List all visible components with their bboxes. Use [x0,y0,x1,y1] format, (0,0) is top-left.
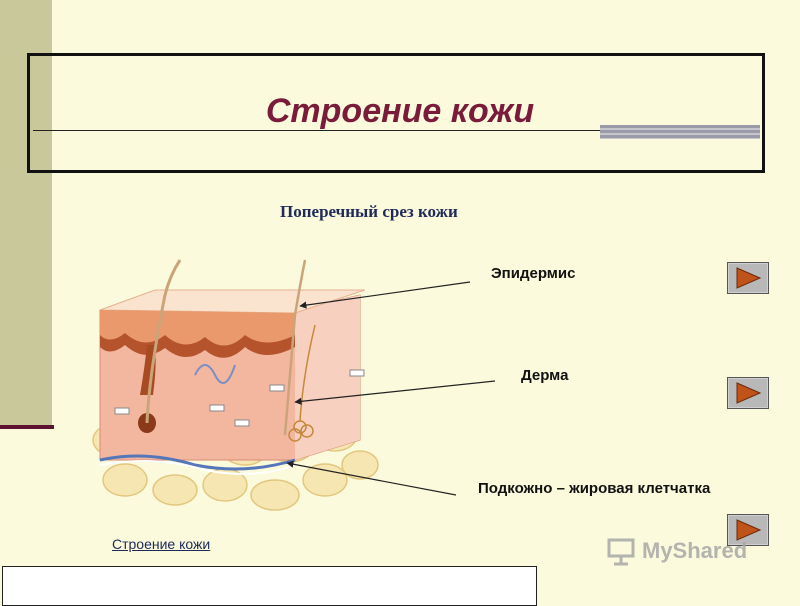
bottom-panel [2,566,537,606]
label-epidermis: Эпидермис [491,265,576,282]
presentation-board-icon [607,538,635,566]
label-dermis: Дерма [521,367,569,384]
play-arrow-icon [736,267,762,289]
caption-link[interactable]: Строение кожи [112,536,211,552]
left-decor-bar-cap [0,425,54,429]
nav-button-dermis[interactable] [727,377,769,409]
skin-cross-section-image [92,259,379,511]
pointer-subcutaneous [286,460,457,496]
slide-title: Строение кожи [265,92,535,130]
title-frame [27,53,765,173]
label-subcutaneous: Подкожно – жировая клетчатка [478,480,711,497]
left-decor-bar [0,0,52,425]
play-arrow-icon [736,519,762,541]
nav-button-subcutaneous[interactable] [727,514,769,546]
pointer-epidermis [299,281,471,309]
pointer-dermis [294,380,496,405]
slide-subtitle: Поперечный срез кожи [280,202,458,221]
play-arrow-icon [736,382,762,404]
watermark-text: MyShared [642,538,748,563]
nav-button-epidermis[interactable] [727,262,769,294]
title-accent-bar [600,125,760,139]
title-underline [33,130,603,131]
watermark: MyShared [606,536,747,566]
